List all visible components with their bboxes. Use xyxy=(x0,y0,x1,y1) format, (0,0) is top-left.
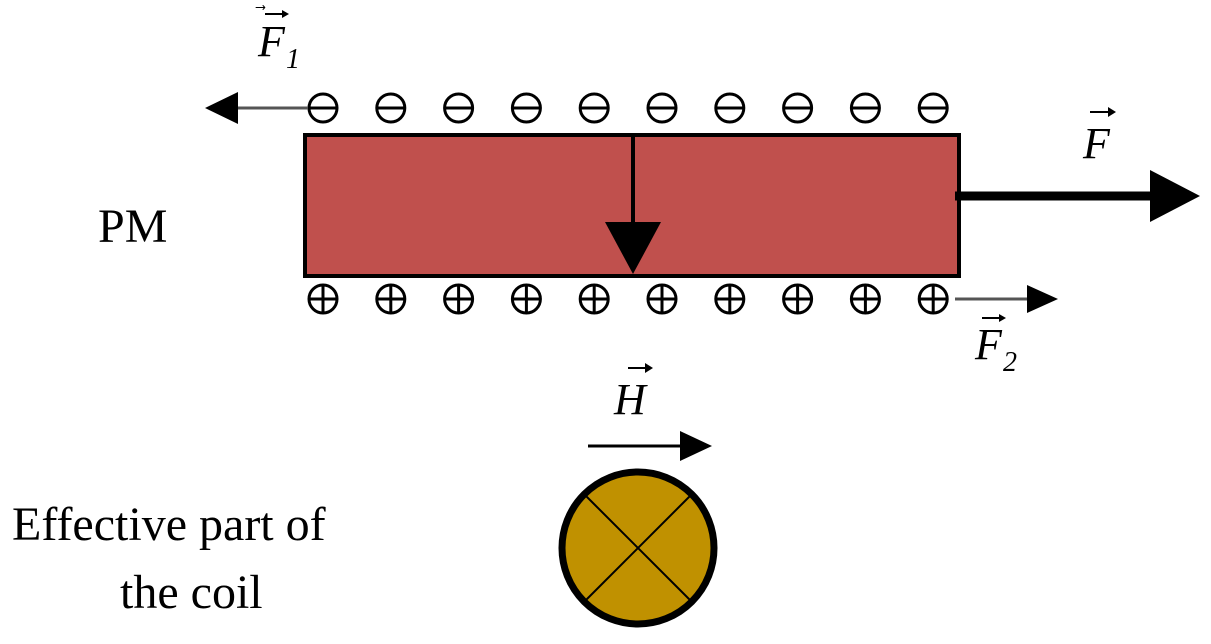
vector-arrow-icon: ⃗ xyxy=(255,5,266,10)
force-f2-arrow-head xyxy=(1027,285,1058,313)
minus-charge-icon xyxy=(646,92,678,124)
plus-charge-icon xyxy=(510,283,542,315)
coil-label-line2: the coil xyxy=(120,566,263,619)
force-resultant-label: F xyxy=(1082,107,1116,168)
svg-text:2: 2 xyxy=(1003,347,1017,378)
field-h-label: H xyxy=(613,363,653,424)
negative-charge-row xyxy=(307,92,949,124)
minus-charge-icon xyxy=(782,92,814,124)
minus-charge-icon xyxy=(375,92,407,124)
plus-charge-icon xyxy=(714,283,746,315)
magnetization-arrow-head xyxy=(605,222,661,274)
plus-charge-icon xyxy=(443,283,475,315)
force-resultant-arrow-head xyxy=(1150,170,1200,222)
minus-charge-icon xyxy=(510,92,542,124)
force-f1-arrow-head xyxy=(205,92,238,124)
minus-charge-icon xyxy=(443,92,475,124)
plus-charge-icon xyxy=(375,283,407,315)
minus-charge-icon xyxy=(307,92,339,124)
plus-charge-icon xyxy=(917,283,949,315)
plus-charge-icon xyxy=(849,283,881,315)
plus-charge-icon xyxy=(782,283,814,315)
minus-charge-icon xyxy=(578,92,610,124)
plus-charge-icon xyxy=(646,283,678,315)
svg-text:F: F xyxy=(1082,119,1111,168)
svg-text:H: H xyxy=(613,375,648,424)
svg-text:F: F xyxy=(974,320,1003,369)
svg-text:F: F xyxy=(257,17,286,66)
plus-charge-icon xyxy=(578,283,610,315)
minus-charge-icon xyxy=(849,92,881,124)
minus-charge-icon xyxy=(714,92,746,124)
svg-text:1: 1 xyxy=(286,44,300,75)
minus-charge-icon xyxy=(917,92,949,124)
field-h-arrow-head xyxy=(680,431,712,461)
force-f1-label: F 1 ⃗ xyxy=(255,5,300,75)
plus-charge-icon xyxy=(307,283,339,315)
positive-charge-row xyxy=(307,283,949,315)
magnet-label: PM xyxy=(98,200,167,253)
coil-label-line1: Effective part of xyxy=(12,498,326,551)
coil-conductor-cross xyxy=(558,468,718,628)
force-f2-label: F 2 xyxy=(974,314,1017,378)
